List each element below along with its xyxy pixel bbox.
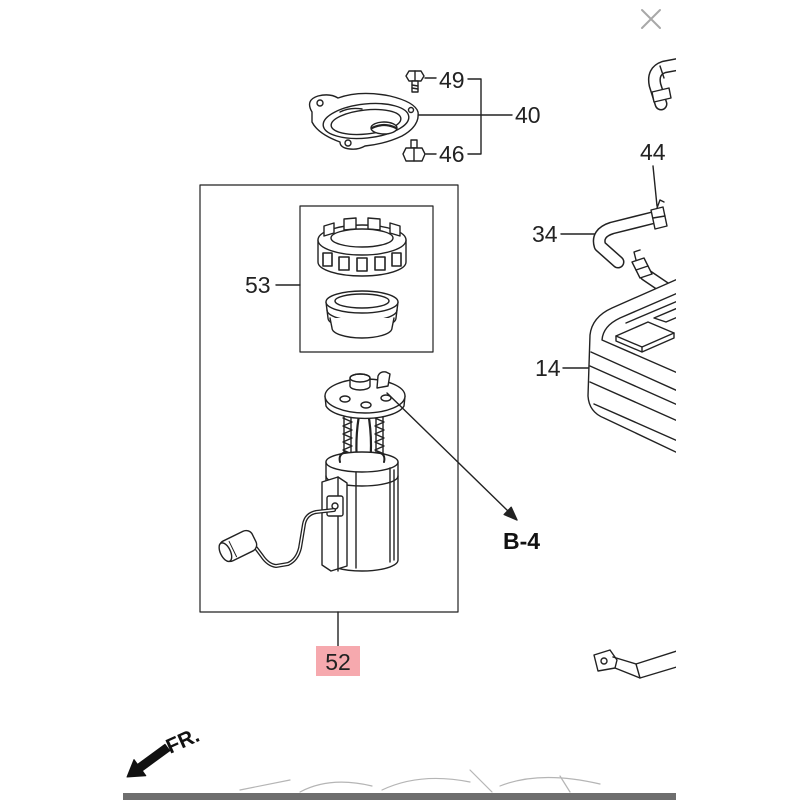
callout-label-53[interactable]: 53 <box>245 272 271 298</box>
hose-clamp-lower <box>631 249 653 279</box>
lock-ring <box>317 217 407 277</box>
callout-label-52[interactable]: 52 <box>325 649 351 675</box>
bolt <box>405 70 425 93</box>
close-button[interactable] <box>638 6 664 32</box>
callout-highlight <box>316 646 360 676</box>
callout-label-44[interactable]: 44 <box>640 139 666 165</box>
gasket-plate <box>308 92 419 150</box>
tank-strap <box>593 649 676 679</box>
seal-ring <box>325 290 399 339</box>
direction-label: FR. <box>163 724 203 759</box>
direction-arrow <box>126 743 171 778</box>
leader-line-44 <box>652 165 658 207</box>
assembly-frame <box>199 184 459 613</box>
adjacent-diagram-fragment <box>239 769 601 793</box>
nut <box>402 139 426 162</box>
callout-label-49[interactable]: 49 <box>439 67 465 93</box>
float <box>218 529 258 563</box>
fuel-line-connector <box>647 58 676 111</box>
reference-label: B-4 <box>503 528 540 554</box>
callout-label-34[interactable]: 34 <box>532 221 558 247</box>
callout-label-46[interactable]: 46 <box>439 141 465 167</box>
footer-bar <box>123 793 676 800</box>
close-icon <box>641 9 661 29</box>
fuel-pump-assembly <box>218 371 406 572</box>
fuel-tank <box>587 278 676 453</box>
float-arm <box>254 508 336 568</box>
pump-top-cap <box>324 371 406 420</box>
hose-clamp <box>650 199 668 230</box>
callout-label-40[interactable]: 40 <box>515 102 541 128</box>
subassembly-frame <box>299 205 434 353</box>
reference-arrow <box>386 392 518 521</box>
leader-lines-top <box>417 77 513 155</box>
callout-label-14[interactable]: 14 <box>535 355 561 381</box>
fuel-level-sender <box>321 476 348 572</box>
